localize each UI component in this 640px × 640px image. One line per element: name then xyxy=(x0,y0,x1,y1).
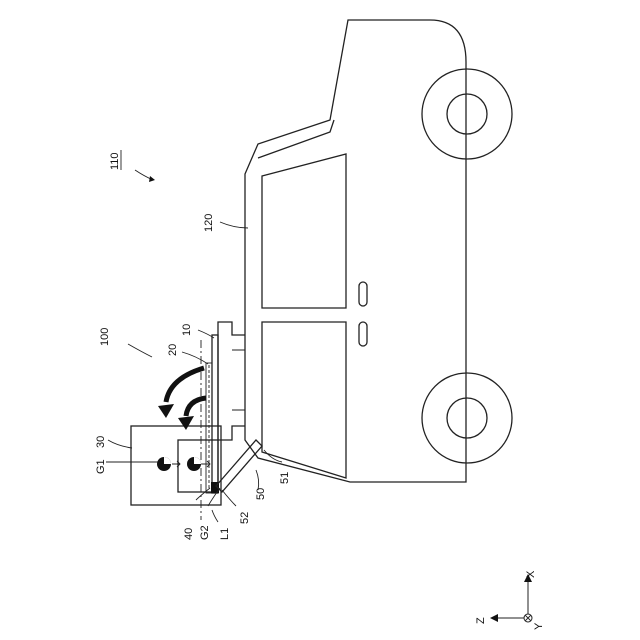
label-G2: G2 xyxy=(199,525,211,540)
center-of-gravity-G2 xyxy=(187,457,201,471)
label-120: 120 xyxy=(203,214,215,232)
label-110: 110 xyxy=(109,152,121,170)
wheel-upper-hub xyxy=(447,94,487,134)
vehicle-pillar xyxy=(258,120,334,158)
g1-arrow xyxy=(172,461,180,467)
label-G1: G1 xyxy=(95,459,107,474)
window-rear xyxy=(262,322,346,478)
window-front xyxy=(262,154,346,308)
motion-arrows xyxy=(158,368,206,430)
door-handle-front xyxy=(359,282,367,306)
arrow-110-head xyxy=(149,176,155,182)
vehicle-bumper-inner xyxy=(232,350,245,410)
motion-arrow-upper xyxy=(166,368,204,402)
axis-z-label: Z xyxy=(475,617,487,624)
member-10 xyxy=(212,335,218,493)
label-40: 40 xyxy=(183,528,195,540)
wheel-lower xyxy=(422,373,512,463)
label-30: 30 xyxy=(95,436,107,448)
motion-arrow-lower-head xyxy=(178,416,194,430)
center-of-gravity-G1 xyxy=(157,457,171,471)
vehicle-bumper xyxy=(218,322,245,440)
axis-x-label: X xyxy=(525,570,537,578)
door-handle-rear xyxy=(359,322,367,346)
axis-y-cross xyxy=(525,615,531,621)
wheel-upper xyxy=(422,69,512,159)
wheel-lower-hub xyxy=(447,398,487,438)
strut-50 xyxy=(216,440,262,492)
axis-z-arrowhead xyxy=(490,614,498,622)
motion-arrow-lower xyxy=(186,398,206,416)
coordinate-axes: X Z Y xyxy=(475,570,545,630)
label-51: 51 xyxy=(279,472,291,484)
label-20: 20 xyxy=(167,344,179,356)
label-50: 50 xyxy=(255,488,267,500)
system-100 xyxy=(131,335,262,520)
vehicle xyxy=(218,20,512,482)
motion-arrow-upper-head xyxy=(158,404,174,418)
vehicle-body xyxy=(245,20,466,482)
label-100: 100 xyxy=(99,328,111,346)
label-10: 10 xyxy=(181,324,193,336)
label-52: 52 xyxy=(239,512,251,524)
label-L1: L1 xyxy=(219,528,231,540)
axis-y-label: Y xyxy=(533,622,545,630)
